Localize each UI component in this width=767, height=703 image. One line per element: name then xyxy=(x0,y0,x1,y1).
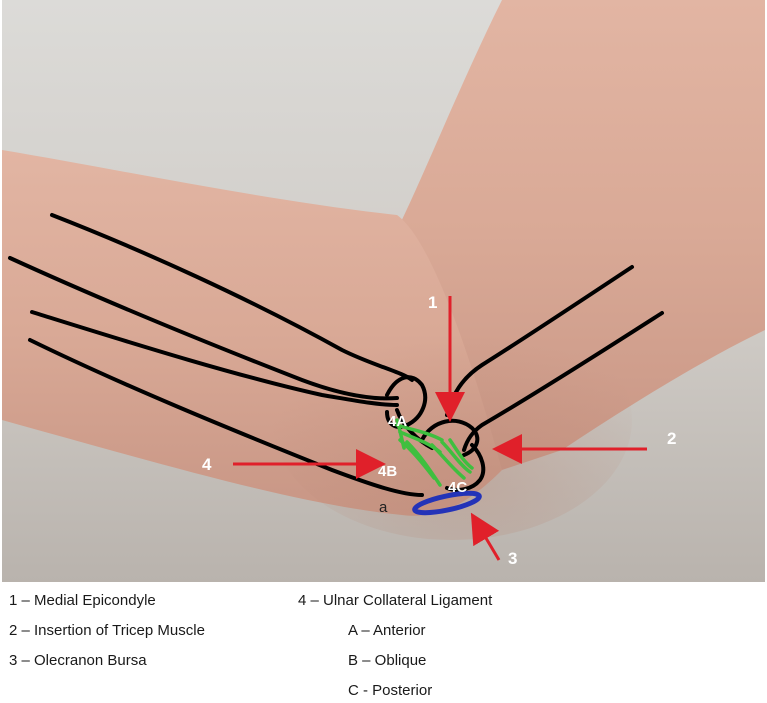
legend-item-4: 4 – Ulnar Collateral Ligament xyxy=(298,592,492,610)
label-a: a xyxy=(379,499,388,516)
legend-item-3: 3 – Olecranon Bursa xyxy=(9,652,147,670)
label-4b: 4B xyxy=(378,463,397,480)
legend-item-2: 2 – Insertion of Tricep Muscle xyxy=(9,622,205,640)
label-3: 3 xyxy=(508,549,517,568)
label-4: 4 xyxy=(202,455,212,474)
label-4a: 4A xyxy=(388,413,407,430)
legend-item-4c: C - Posterior xyxy=(348,682,432,700)
label-2: 2 xyxy=(667,429,676,448)
elbow-illustration: 1 2 3 4 4A 4B 4C a xyxy=(2,0,765,582)
label-4c: 4C xyxy=(448,479,467,496)
legend-item-4b: B – Oblique xyxy=(348,652,426,670)
figure-legend: 1 – Medial Epicondyle 2 – Insertion of T… xyxy=(0,584,767,703)
legend-item-1: 1 – Medial Epicondyle xyxy=(9,592,156,610)
legend-item-4a: A – Anterior xyxy=(348,622,426,640)
label-1: 1 xyxy=(428,293,437,312)
elbow-anatomy-photo: 1 2 3 4 4A 4B 4C a xyxy=(2,0,765,582)
